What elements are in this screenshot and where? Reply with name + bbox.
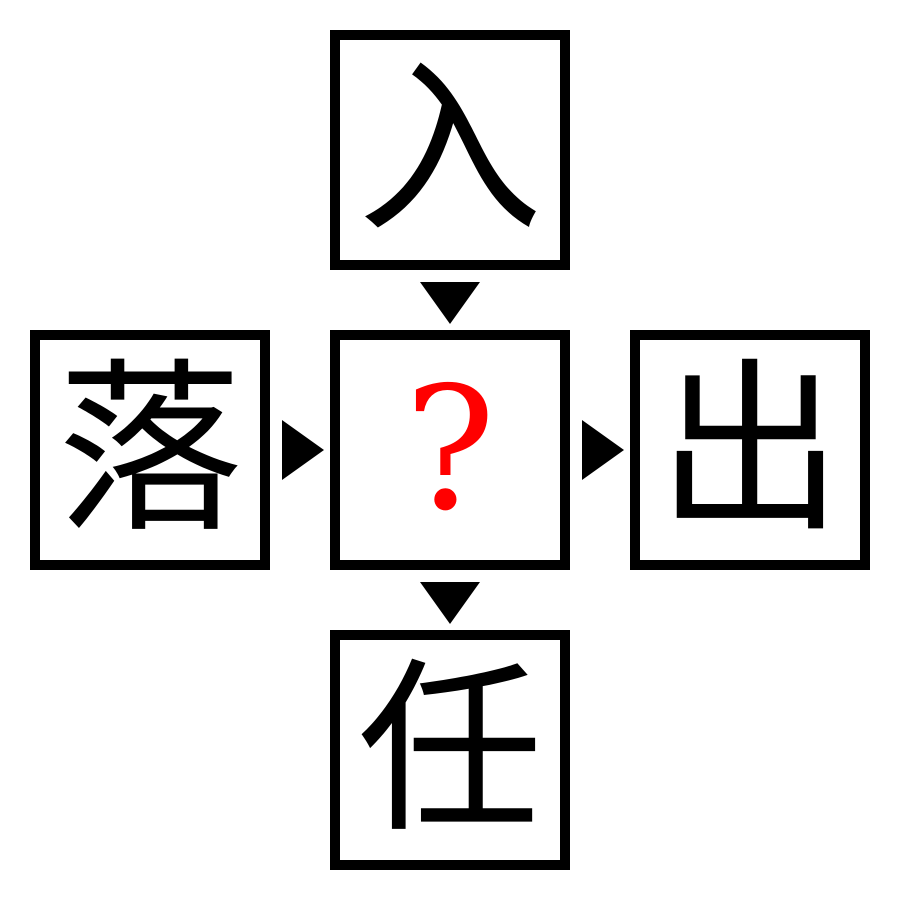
- arrow-down-icon: [420, 282, 480, 324]
- top-character-box: 入: [330, 30, 570, 270]
- bottom-character-box: 任: [330, 630, 570, 870]
- question-mark: ?: [404, 351, 496, 549]
- arrow-right-icon: [582, 420, 624, 480]
- right-character-box: 出: [630, 330, 870, 570]
- center-answer-box[interactable]: ?: [330, 330, 570, 570]
- bottom-character: 任: [357, 641, 543, 858]
- arrow-down-icon: [420, 582, 480, 624]
- left-character-box: 落: [30, 330, 270, 570]
- right-character: 出: [657, 341, 843, 558]
- top-character: 入: [357, 41, 543, 258]
- left-character: 落: [57, 341, 243, 558]
- arrow-right-icon: [282, 420, 324, 480]
